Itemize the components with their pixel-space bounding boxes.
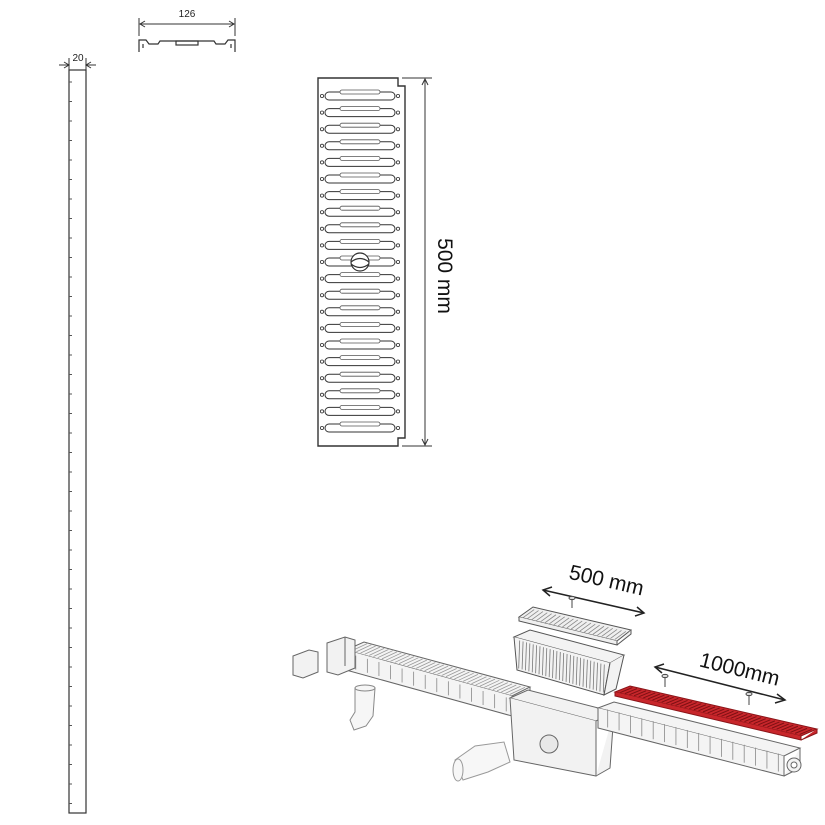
screw-icon <box>661 673 753 705</box>
basket-ribs <box>518 640 605 693</box>
exploded-assembly-view: 500 mm 1000mm <box>292 561 819 782</box>
left-channel-detail <box>351 643 526 712</box>
assembly-500-dimension <box>541 586 646 617</box>
assembly-grating-length-label: 500 mm <box>567 561 646 600</box>
red-grating-slots <box>620 687 812 735</box>
silt-basket <box>512 629 626 696</box>
grating-lock-clip <box>350 252 370 272</box>
width-126-label: 126 <box>179 9 196 20</box>
profile-20-label: 20 <box>72 53 84 64</box>
cross-section-view: 126 <box>138 9 236 52</box>
screw-icon <box>568 595 576 608</box>
end-cap <box>292 636 356 679</box>
right-channel-detail <box>607 709 779 772</box>
right-end-cap <box>786 757 802 773</box>
grating-plan-view: 500 mm <box>317 77 456 447</box>
assembly-channel-length-label: 1000mm <box>697 649 782 691</box>
grating-length-label: 500 mm <box>433 238 456 314</box>
grating-profile <box>138 39 236 52</box>
grating-slots <box>319 89 400 433</box>
profile-bar <box>68 69 87 814</box>
sump-unit <box>508 689 616 777</box>
loose-grating-slots <box>522 609 627 640</box>
width-dimension-126 <box>138 18 236 36</box>
side-profile-view: 20 <box>59 53 96 814</box>
loose-grating <box>517 606 633 646</box>
profile-notches <box>69 81 72 804</box>
assembly-1000-dimension <box>653 663 787 704</box>
red-grating <box>613 685 819 741</box>
length-dimension-500 <box>402 77 432 447</box>
outlet-pipe-side <box>452 741 511 782</box>
outlet-pipe-vertical <box>349 684 376 731</box>
profile-dimension-20 <box>59 58 96 70</box>
